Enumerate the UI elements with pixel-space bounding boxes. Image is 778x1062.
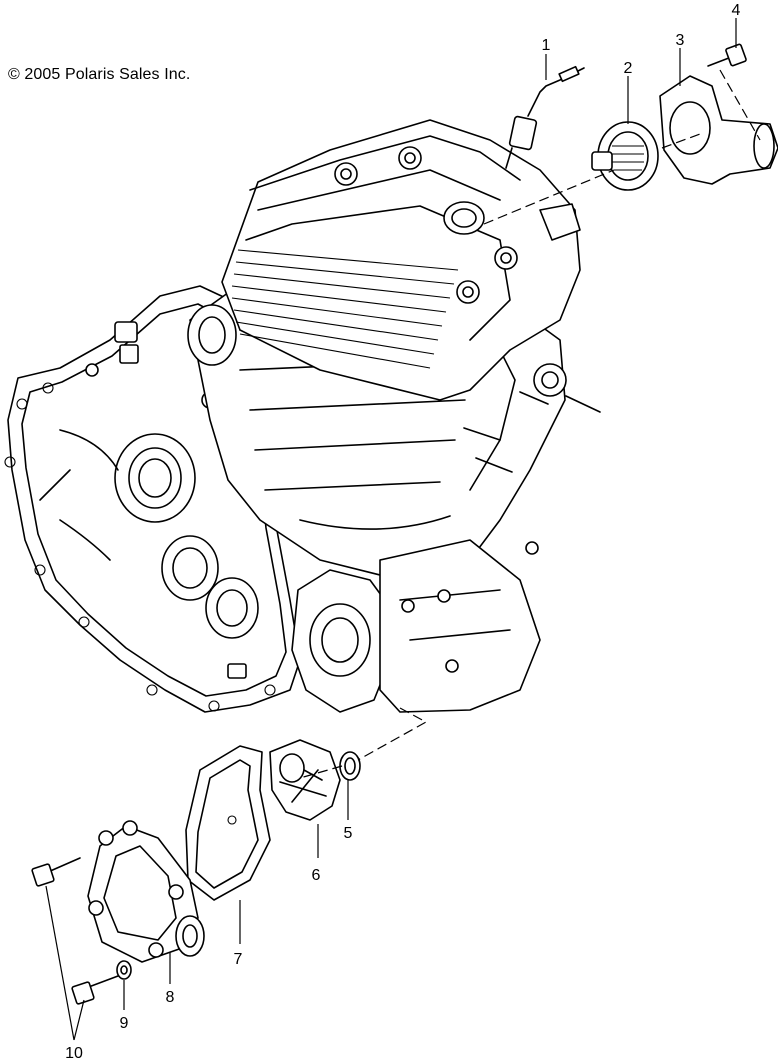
callout-6: 6 (312, 867, 321, 884)
head-bolt (334, 146, 518, 304)
part-9-washer (116, 960, 132, 980)
callout-7: 7 (234, 951, 243, 968)
part-7-gasket (185, 745, 271, 901)
part-6-impeller (269, 739, 341, 821)
cylinder-head (221, 119, 581, 401)
part-2-thermostat (591, 121, 659, 191)
callout-numbers: 1 2 3 4 5 6 7 8 9 10 (65, 2, 740, 1062)
callout-2: 2 (624, 60, 633, 77)
copyright-notice: © 2005 Polaris Sales Inc. (8, 66, 191, 83)
callout-10: 10 (65, 1045, 83, 1062)
callout-9: 9 (120, 1015, 129, 1032)
part-5-seal (339, 751, 361, 781)
pump-housing-on-case (291, 539, 541, 713)
part-3-thermostat-cover (659, 75, 778, 185)
callout-1: 1 (542, 37, 551, 54)
part-8-pump-cover (87, 820, 205, 963)
callout-8: 8 (166, 989, 175, 1006)
callout-5: 5 (344, 825, 353, 842)
callout-3: 3 (676, 32, 685, 49)
alignment-lines (299, 69, 761, 779)
callout-4: 4 (732, 2, 741, 19)
part-4-bolt (707, 43, 747, 67)
part-1-temperature-sensor (505, 65, 585, 169)
callout-leaders (45, 18, 737, 1041)
part-10-bolts (31, 857, 119, 1005)
